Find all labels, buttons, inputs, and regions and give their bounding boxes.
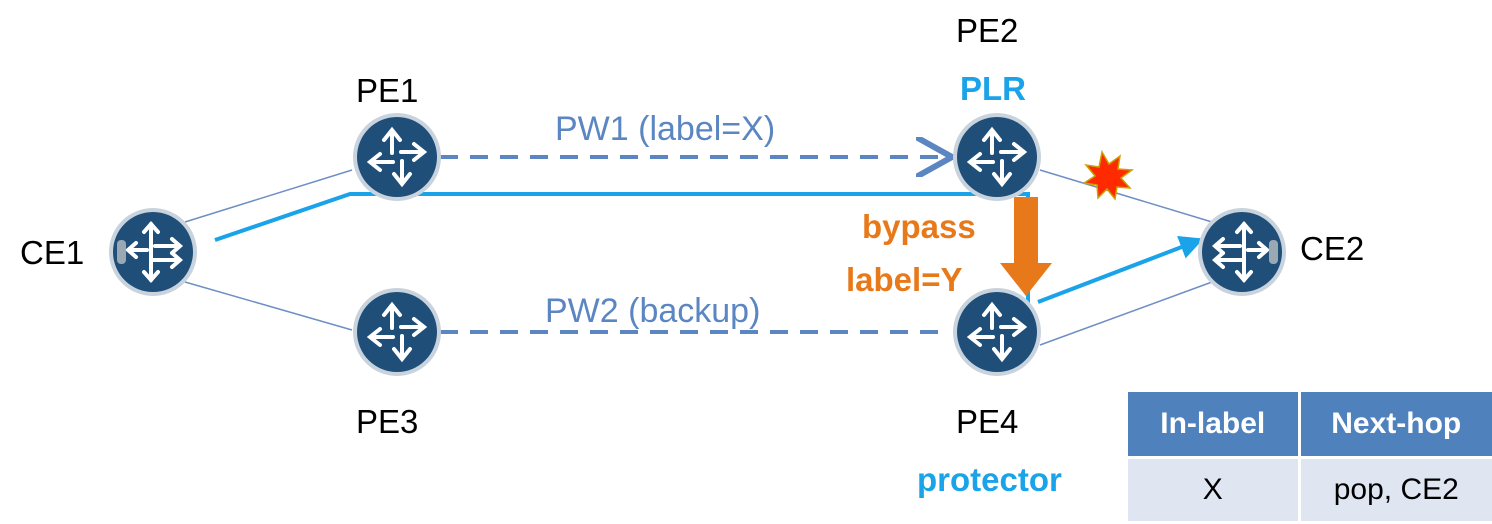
- table-row: X pop, CE2: [1128, 456, 1492, 521]
- pw1-label: PW1 (label=X): [555, 110, 776, 148]
- pe1-router-icon[interactable]: [351, 111, 443, 203]
- pe3-router-icon[interactable]: [351, 286, 443, 378]
- failure-burst-icon: [1081, 149, 1135, 201]
- bypass-label: bypass: [862, 208, 976, 245]
- ce2-router-icon[interactable]: [1196, 206, 1288, 298]
- link-ce1-pe3: [184, 281, 353, 331]
- pe4-label: PE4: [956, 403, 1019, 440]
- pe4-role-label: protector: [917, 461, 1062, 498]
- pw2-label: PW2 (backup): [545, 292, 761, 330]
- pe2-router-icon[interactable]: [951, 111, 1043, 203]
- bypass-arrow: [1000, 197, 1052, 296]
- column-header-next-hop: Next-hop: [1299, 392, 1492, 458]
- bypass-label-value: label=Y: [846, 261, 963, 298]
- link-ce1-pe1: [184, 169, 353, 223]
- pe3-label: PE3: [356, 403, 419, 440]
- table-header-row: In-label Next-hop: [1128, 392, 1492, 458]
- link-pe4-ce2: [1039, 281, 1213, 346]
- ce1-label: CE1: [20, 234, 85, 271]
- pe2-label: PE2: [956, 12, 1019, 49]
- ce2-label: CE2: [1300, 230, 1365, 267]
- link-pe2-ce2: [1039, 169, 1213, 223]
- physical-links: [184, 169, 1213, 346]
- column-header-in-label: In-label: [1128, 392, 1301, 458]
- ce1-router-icon[interactable]: [107, 206, 199, 298]
- pe1-label: PE1: [356, 72, 419, 109]
- traffic-path-to-ce2: [1037, 235, 1204, 304]
- pe2-role-label: PLR: [960, 70, 1026, 107]
- table-cell-next-hop: pop, CE2: [1299, 456, 1492, 521]
- forwarding-table: In-label Next-hop X pop, CE2: [1128, 392, 1492, 521]
- pe4-router-icon[interactable]: [951, 286, 1043, 378]
- table-cell-in-label: X: [1128, 456, 1301, 521]
